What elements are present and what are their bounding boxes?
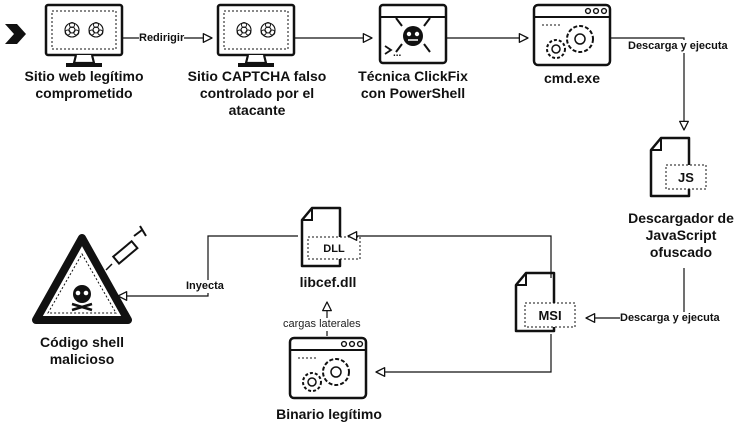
compromised-site-label: Sitio web legítimo comprometido <box>24 68 144 101</box>
js-tag: JS <box>678 170 694 185</box>
compromised-site-node <box>46 5 122 67</box>
cmd-label: cmd.exe <box>543 70 601 86</box>
dll-tag: DLL <box>323 243 345 255</box>
fake-captcha-label: Sitio CAPTCHA falso controlado por el at… <box>187 68 327 118</box>
edge-label-inject: Inyecta <box>186 280 224 293</box>
js-downloader-label: Descargador de JavaScript ofuscado <box>628 210 734 260</box>
shellcode-label: Código shell malicioso <box>40 334 124 367</box>
msi-node: MSI <box>514 271 576 333</box>
edge-lines <box>117 33 689 377</box>
start-chevron-icon <box>5 24 26 44</box>
edge-label-download-exec-1: Descarga y ejecuta <box>628 40 728 53</box>
legit-binary-node <box>288 336 368 400</box>
edge-label-download-exec-2: Descarga y ejecuta <box>620 312 720 325</box>
legit-binary-label: Binario legítimo <box>276 406 382 422</box>
warning-skull-icon <box>32 234 132 324</box>
clickfix-label: Técnica ClickFix con PowerShell <box>358 68 468 101</box>
libcef-label: libcef.dll <box>299 274 357 290</box>
edge-label-sideload: cargas laterales <box>283 318 361 331</box>
syringe-icon <box>105 225 147 271</box>
js-downloader-node: JS <box>649 136 707 198</box>
edge-label-redirect: Redirigir <box>139 32 185 45</box>
fake-captcha-node <box>218 5 294 67</box>
cmd-node <box>532 3 612 67</box>
clickfix-node: ... <box>378 3 448 65</box>
libcef-node: DLL <box>300 206 361 268</box>
msi-tag: MSI <box>538 308 561 323</box>
svg-text:...: ... <box>393 48 402 59</box>
